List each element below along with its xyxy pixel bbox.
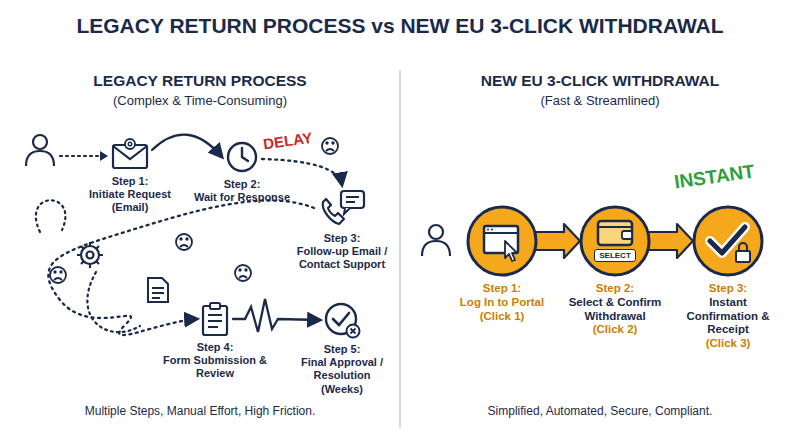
person-icon	[26, 135, 54, 166]
step-block: Step 5:Final Approval / Resolution (Week…	[294, 301, 390, 396]
tangle-loop	[87, 272, 140, 332]
flow-arrow	[535, 224, 580, 258]
panel-label: (Fast & Streamlined)	[540, 93, 659, 108]
step-label: Final Approval / Resolution (Weeks)	[294, 356, 390, 396]
panel-label: Multiple Steps, Manual Effort, High Fric…	[85, 404, 316, 418]
panel-label: (Complex & Time-Consuming)	[113, 93, 287, 108]
step-icon	[323, 301, 361, 339]
step-number: Step 5:	[294, 343, 390, 356]
step-icon	[691, 204, 765, 278]
frown-face	[50, 138, 338, 283]
step-icon	[465, 204, 539, 278]
step-icon	[200, 301, 230, 337]
divider	[399, 70, 401, 428]
status-stamp: INSTANT	[672, 160, 755, 193]
step-number: Step 2:	[559, 282, 671, 296]
status-stamp: DELAY	[262, 129, 313, 153]
step-number: Step 3:	[675, 282, 781, 296]
step-icon	[110, 137, 150, 171]
step-icon	[317, 188, 367, 228]
step-icon	[225, 140, 259, 174]
step-block: Step 1:Initiate Request (Email)	[78, 137, 182, 215]
tangle-loop	[36, 200, 66, 232]
step-label: (Click 3)	[675, 337, 781, 351]
step-label: (Click 1)	[447, 310, 557, 324]
step-label: Follow-up Email / Contact Support	[286, 245, 398, 271]
button-badge: SELECT	[594, 249, 636, 262]
process-connector	[262, 159, 342, 185]
step-circle: Step 2:Select & Confirm Withdrawal(Click…	[559, 204, 671, 337]
panel-label: Simplified, Automated, Secure, Compliant…	[488, 404, 713, 418]
step-label: (Click 2)	[559, 323, 671, 337]
panel-label: NEW EU 3-CLICK WITHDRAWAL	[481, 72, 720, 90]
step-circle: Step 1:Log In to Portal(Click 1)	[447, 204, 557, 323]
step-label: Initiate Request (Email)	[78, 188, 182, 214]
step-label: Form Submission & Review	[159, 354, 271, 380]
step-block: Step 4:Form Submission & Review	[159, 301, 271, 381]
step-icon	[578, 204, 652, 278]
diagram-title: LEGACY RETURN PROCESS vs NEW EU 3-CLICK …	[0, 14, 800, 38]
process-connector	[48, 200, 314, 335]
step-block: Step 3:Follow-up Email / Contact Support	[286, 188, 398, 272]
step-number: Step 2:	[186, 178, 298, 191]
step-label: Log In to Portal	[447, 296, 557, 310]
process-connector	[152, 135, 222, 157]
document-icon	[148, 278, 168, 302]
person-icon	[422, 225, 450, 256]
flow-arrow	[648, 224, 693, 258]
process-connector	[233, 299, 320, 332]
panel-label: LEGACY RETURN PROCESS	[93, 72, 306, 90]
step-number: Step 3:	[286, 232, 398, 245]
step-label: Instant Confirmation & Receipt	[675, 296, 781, 337]
step-circle: Step 3:Instant Confirmation & Receipt(Cl…	[675, 204, 781, 351]
step-number: Step 4:	[159, 341, 271, 354]
step-number: Step 1:	[78, 175, 182, 188]
step-label: Wait for Response	[186, 191, 298, 204]
step-label: Select & Confirm Withdrawal	[559, 296, 671, 324]
step-number: Step 1:	[447, 282, 557, 296]
person-lead	[60, 151, 108, 161]
